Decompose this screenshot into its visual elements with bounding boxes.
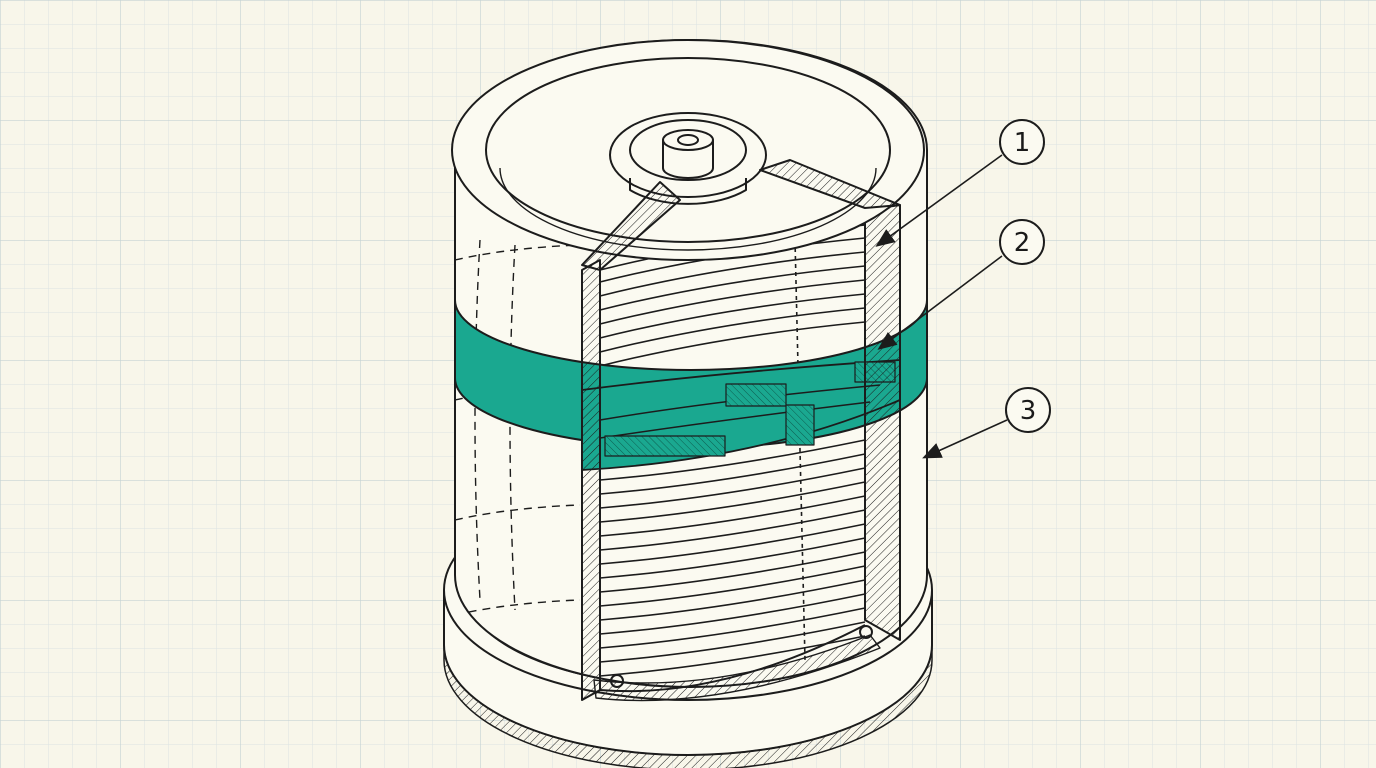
callout-label-2: 2 [1014, 228, 1031, 258]
callout-3: 3 [922, 387, 1051, 459]
callout-circle [999, 219, 1045, 265]
callout-circle [1005, 387, 1051, 433]
callout-circle [999, 119, 1045, 165]
leader-line [877, 255, 1003, 350]
cylinder-assembly [443, 39, 933, 768]
callout-1: 1 [875, 119, 1045, 247]
callout-2: 2 [877, 219, 1045, 350]
leader-line [875, 154, 1003, 247]
disc-stack [599, 224, 866, 677]
leader-line [922, 419, 1008, 459]
cutaway-housing-wall [581, 204, 901, 702]
callout-label-3: 3 [1020, 396, 1037, 426]
top-lid [451, 39, 928, 271]
callout-label-1: 1 [1014, 128, 1031, 158]
